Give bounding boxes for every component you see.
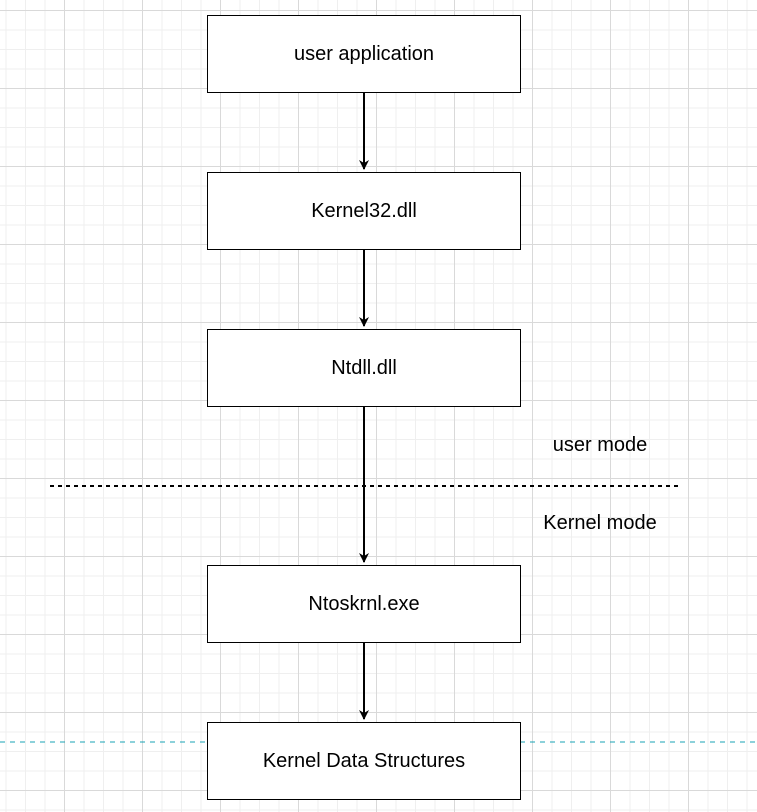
user-mode-label: user mode — [552, 434, 648, 456]
node-ntoskrnl[interactable]: Ntoskrnl.exe — [207, 565, 521, 643]
node-user-application[interactable]: user application — [207, 15, 521, 93]
node-label: Kernel32.dll — [311, 199, 417, 222]
node-label: Ntoskrnl.exe — [308, 592, 420, 615]
node-label: Kernel Data Structures — [262, 749, 466, 772]
node-label: user application — [293, 42, 435, 65]
node-kernel-data-structures[interactable]: Kernel Data Structures — [207, 722, 521, 800]
node-kernel32[interactable]: Kernel32.dll — [207, 172, 521, 250]
node-ntdll[interactable]: Ntdll.dll — [207, 329, 521, 407]
node-label: Ntdll.dll — [331, 356, 397, 379]
kernel-mode-label: Kernel mode — [543, 512, 657, 534]
